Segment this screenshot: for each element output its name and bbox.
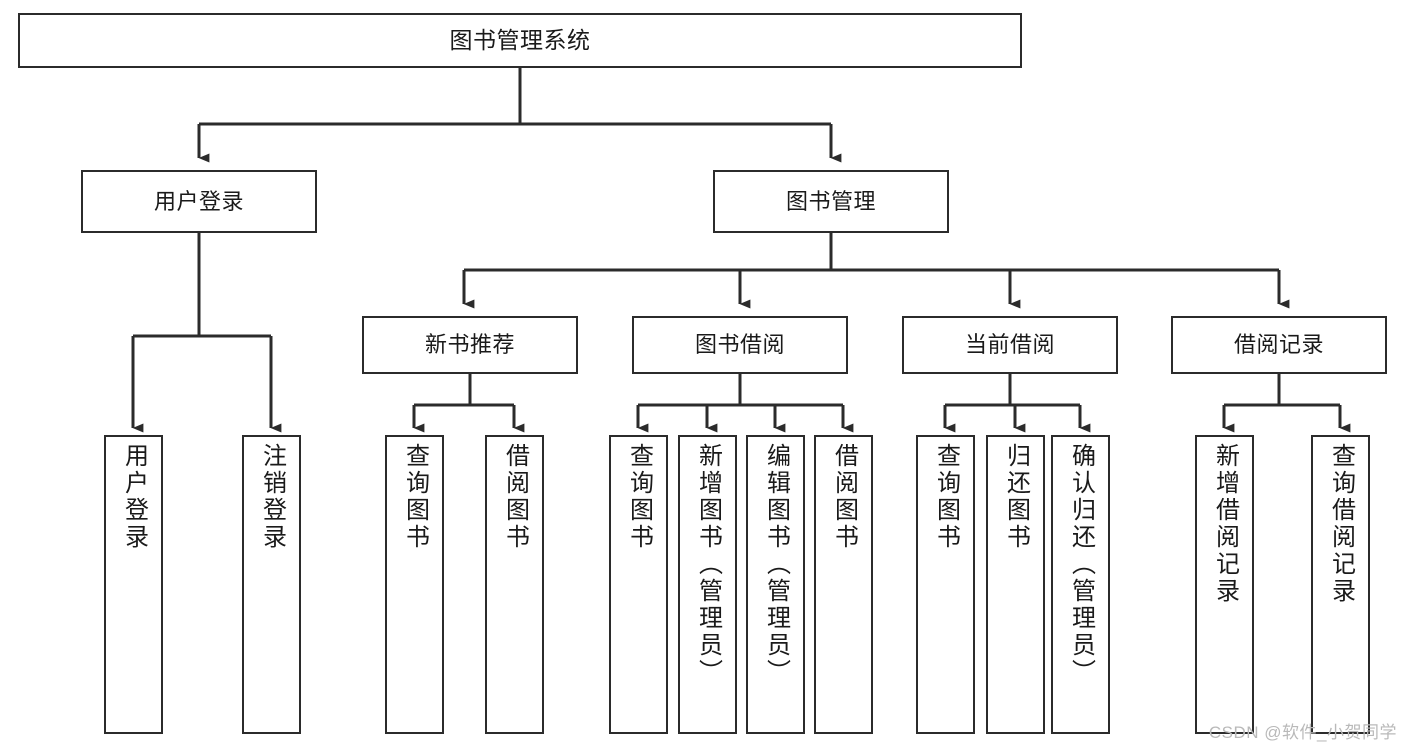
leaf-label: 借阅图书	[501, 443, 529, 551]
leaf-current-query-book[interactable]: 查询图书	[916, 435, 975, 734]
leaf-user-login-logout[interactable]: 注销登录	[242, 435, 301, 734]
leaf-borrow-add-book-admin[interactable]: 新增图书（管理员）	[678, 435, 737, 734]
leaf-label: 编辑图书（管理员）	[762, 443, 790, 686]
node-book-management-label: 图书管理	[785, 188, 876, 214]
leaf-user-login-login[interactable]: 用户登录	[104, 435, 163, 734]
node-current-borrow-label: 当前借阅	[964, 332, 1055, 358]
node-new-book-recommend[interactable]: 新书推荐	[362, 316, 578, 374]
leaf-current-confirm-return-admin[interactable]: 确认归还（管理员）	[1051, 435, 1110, 734]
node-borrow-record[interactable]: 借阅记录	[1171, 316, 1387, 374]
leaf-label: 注销登录	[258, 443, 286, 551]
node-borrow-record-label: 借阅记录	[1233, 332, 1324, 358]
node-root[interactable]: 图书管理系统	[18, 13, 1022, 68]
leaf-recommend-borrow-book[interactable]: 借阅图书	[485, 435, 544, 734]
leaf-label: 新增图书（管理员）	[694, 443, 722, 686]
leaf-current-return-book[interactable]: 归还图书	[986, 435, 1045, 734]
leaf-label: 确认归还（管理员）	[1067, 443, 1095, 686]
node-new-book-recommend-label: 新书推荐	[424, 332, 515, 358]
node-current-borrow[interactable]: 当前借阅	[902, 316, 1118, 374]
node-user-login[interactable]: 用户登录	[81, 170, 317, 233]
leaf-label: 查询图书	[625, 443, 653, 551]
leaf-label: 归还图书	[1002, 443, 1030, 551]
node-book-borrow-label: 图书借阅	[694, 332, 785, 358]
leaf-borrow-edit-book-admin[interactable]: 编辑图书（管理员）	[746, 435, 805, 734]
leaf-record-add-record[interactable]: 新增借阅记录	[1195, 435, 1254, 734]
leaf-label: 查询图书	[401, 443, 429, 551]
leaf-label: 查询图书	[932, 443, 960, 551]
leaf-recommend-query-book[interactable]: 查询图书	[385, 435, 444, 734]
leaf-label: 用户登录	[120, 443, 148, 551]
node-user-login-label: 用户登录	[153, 188, 244, 214]
node-root-label: 图书管理系统	[449, 26, 591, 53]
node-book-borrow[interactable]: 图书借阅	[632, 316, 848, 374]
leaf-record-query-record[interactable]: 查询借阅记录	[1311, 435, 1370, 734]
leaf-borrow-query-book[interactable]: 查询图书	[609, 435, 668, 734]
node-book-management[interactable]: 图书管理	[713, 170, 949, 233]
leaf-label: 新增借阅记录	[1211, 443, 1239, 605]
leaf-label: 借阅图书	[830, 443, 858, 551]
leaf-label: 查询借阅记录	[1327, 443, 1355, 605]
leaf-borrow-borrow-book[interactable]: 借阅图书	[814, 435, 873, 734]
